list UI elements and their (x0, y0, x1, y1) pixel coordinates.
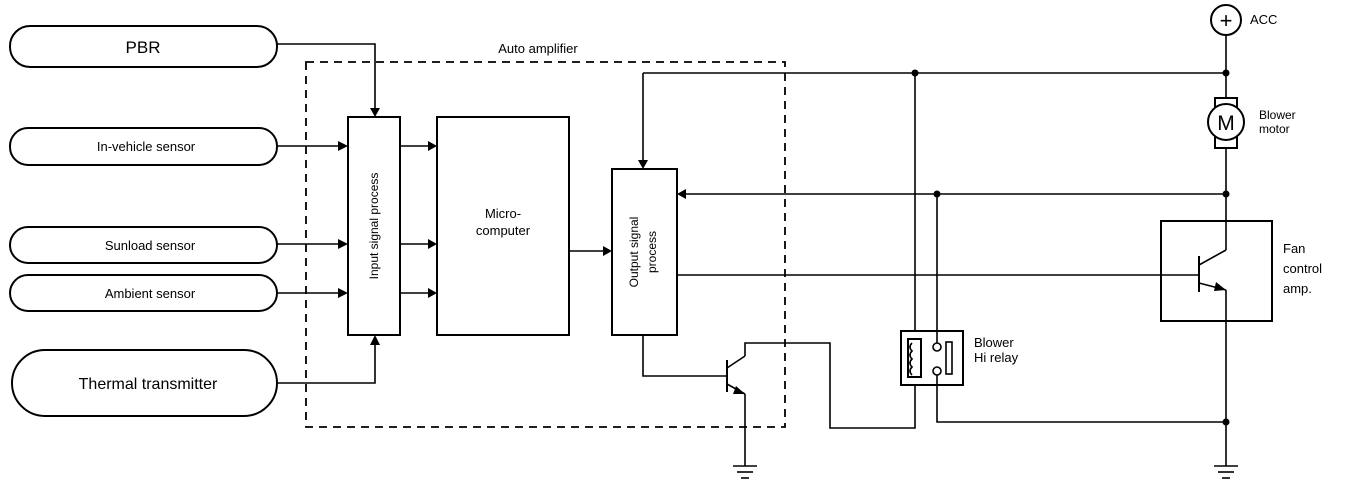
pbr-input: PBR (9, 25, 278, 68)
fan-control-amp: Fan control amp. (1160, 220, 1322, 322)
blower-hi-relay: Blower Hi relay (900, 330, 1019, 386)
acc-plus-symbol: + (1220, 8, 1233, 33)
microcomputer-label-line2: computer (476, 223, 531, 238)
blower-hi-relay-label-line2: Hi relay (974, 350, 1019, 365)
internal-signal-wires (400, 141, 612, 298)
sunload-sensor-label: Sunload sensor (105, 238, 196, 253)
circuit-wiring (638, 35, 1227, 466)
output-transistor (726, 355, 746, 395)
thermal-transmitter-label: Thermal transmitter (79, 376, 218, 393)
thermal-transmitter-input: Thermal transmitter (11, 349, 278, 417)
blower-motor: M Blower motor (1207, 97, 1296, 149)
blower-motor-label-line1: Blower (1259, 108, 1296, 122)
acc-power-source: + ACC (1210, 4, 1277, 36)
input-signal-process-label: Input signal process (367, 173, 381, 280)
fan-control-amp-label-line3: amp. (1283, 281, 1312, 296)
fan-control-amp-label-line2: control (1283, 261, 1322, 276)
fan-control-amp-label-line1: Fan (1283, 241, 1305, 256)
ground-symbol-left (733, 465, 757, 479)
blower-motor-symbol: M (1217, 112, 1235, 135)
ambient-sensor-label: Ambient sensor (105, 286, 196, 301)
output-signal-process-label-line1: Output signal (627, 217, 641, 288)
ground-symbol-right (1214, 465, 1238, 479)
sunload-sensor-input: Sunload sensor (9, 226, 278, 264)
input-signal-process-block: Input signal process (347, 116, 401, 336)
junction-dots (911, 69, 1230, 426)
input-signal-wires (277, 43, 380, 384)
ambient-sensor-input: Ambient sensor (9, 274, 278, 312)
auto-amplifier-title: Auto amplifier (498, 41, 578, 56)
microcomputer-block: Micro- computer (436, 116, 570, 336)
acc-label: ACC (1250, 12, 1277, 27)
microcomputer-label-line1: Micro- (485, 206, 521, 221)
in-vehicle-sensor-input: In-vehicle sensor (9, 127, 278, 166)
blower-hi-relay-label-line1: Blower (974, 335, 1014, 350)
output-signal-process-block: Output signal process (611, 168, 678, 336)
output-signal-process-label-line2: process (645, 231, 659, 273)
blower-motor-label-line2: motor (1259, 122, 1290, 136)
pbr-label: PBR (126, 38, 161, 57)
in-vehicle-sensor-label: In-vehicle sensor (97, 139, 196, 154)
